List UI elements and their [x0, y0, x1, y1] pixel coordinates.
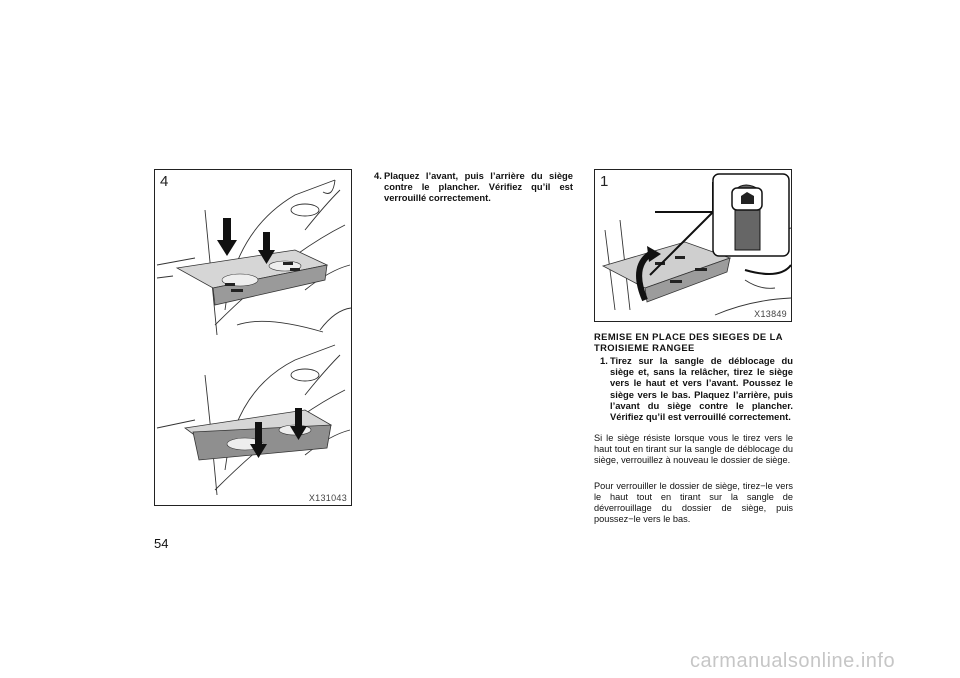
- figure-code: X131043: [308, 493, 347, 503]
- figure-strap-release: 1 X13849: [594, 169, 792, 322]
- figure-seat-stow-left: 4: [154, 169, 352, 506]
- step-4: 4. Plaquez l’avant, puis l’arrière du si…: [374, 170, 573, 204]
- watermark: carmanualsonline.info: [690, 650, 896, 672]
- seat-stow-illustration: [156, 179, 351, 496]
- figure-code: X13849: [754, 309, 787, 319]
- step-1: 1. Tirez sur la sangle de déblocage du s…: [600, 355, 793, 422]
- page-number: 54: [154, 536, 169, 551]
- step-number: 4.: [374, 170, 382, 181]
- figure-number: 1: [600, 173, 609, 190]
- figure-number: 4: [160, 173, 169, 190]
- step-number: 1.: [600, 355, 608, 366]
- paragraph-resistance: Si le siège résiste lorsque vous le tire…: [594, 433, 793, 465]
- paragraph-lock-seatback: Pour verrouiller le dossier de siège, ti…: [594, 481, 793, 524]
- strap-release-illustration: [601, 173, 791, 316]
- section-heading: REMISE EN PLACE DES SIEGES DE LA TROISIE…: [594, 331, 783, 354]
- step-text: Plaquez l’avant, puis l’arrière du siège…: [384, 170, 573, 204]
- step-text: Tirez sur la sangle de déblocage du sièg…: [610, 355, 793, 423]
